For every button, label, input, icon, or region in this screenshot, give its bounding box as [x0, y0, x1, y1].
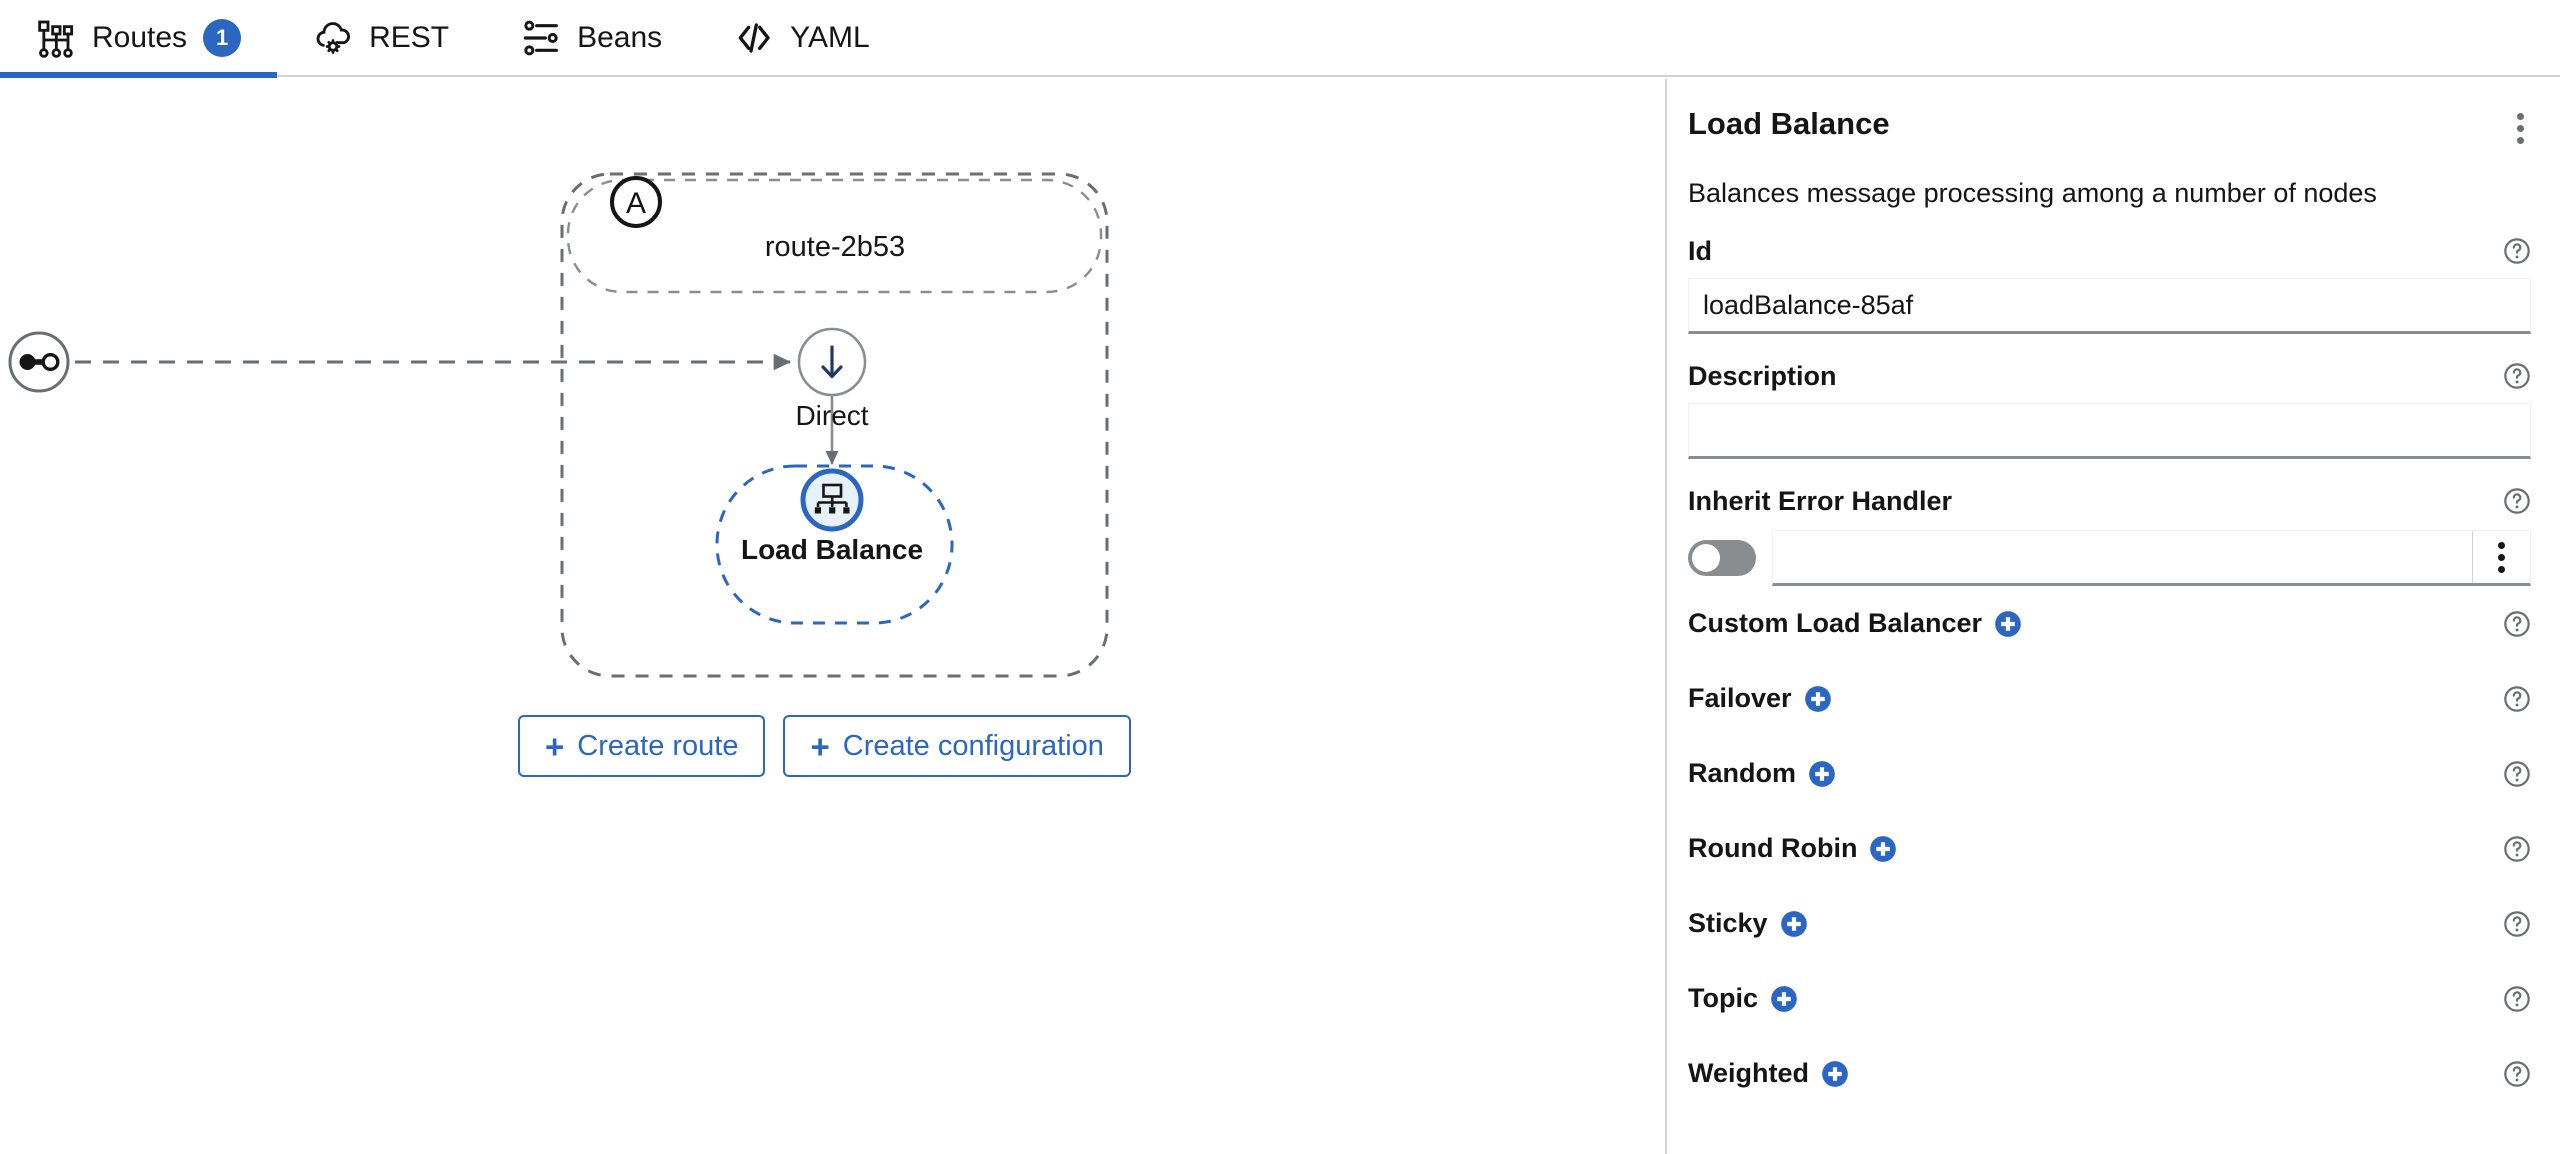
create-configuration-label: Create configuration: [842, 729, 1104, 762]
toggle-knob: [1692, 544, 1720, 572]
balancer-row-label: Weighted: [1688, 1058, 1809, 1088]
route-group-name[interactable]: route-2b53: [764, 231, 906, 263]
balancer-row-label: Topic: [1688, 983, 1758, 1013]
plus-circle-icon[interactable]: [1821, 1060, 1849, 1088]
arrow-down-icon: [821, 345, 843, 379]
loadbalance-selection-outline[interactable]: [715, 464, 954, 625]
plus-circle-icon[interactable]: [1780, 910, 1808, 938]
help-circle-icon[interactable]: [2503, 1060, 2531, 1088]
plus-circle-icon[interactable]: [1869, 835, 1897, 863]
canvas-action-buttons: + Create route + Create configuration: [518, 715, 1131, 777]
route-label-outline[interactable]: [566, 178, 1103, 294]
plus-circle-icon[interactable]: [1808, 760, 1836, 788]
balancer-row-round-robin[interactable]: Round Robin: [1688, 811, 2531, 886]
balancer-row-failover[interactable]: Failover: [1688, 661, 2531, 736]
direct-endpoint-link-icon: [19, 353, 60, 372]
rest-cloud-gear-icon: [316, 21, 351, 54]
inherit-error-handler-input[interactable]: [1773, 531, 2472, 583]
inherit-error-handler-menu-button[interactable]: [2472, 531, 2530, 583]
route-group-outline[interactable]: [560, 172, 1109, 678]
tab-routes-label: Routes: [92, 20, 188, 54]
balancer-row-label-wrap: Failover: [1688, 683, 1832, 714]
field-description-label: Description: [1688, 360, 1837, 391]
balancer-row-label: Round Robin: [1688, 833, 1858, 863]
main-tab-bar: Routes 1 REST: [0, 0, 2560, 78]
tab-yaml-label: YAML: [790, 20, 870, 54]
help-circle-icon[interactable]: [2503, 685, 2531, 713]
help-circle-icon[interactable]: [2503, 610, 2531, 638]
help-circle-icon[interactable]: [2503, 237, 2531, 265]
help-circle-icon[interactable]: [2503, 985, 2531, 1013]
yaml-code-brackets-icon: [738, 22, 770, 53]
properties-panel: Load Balance Balances message processing…: [1665, 79, 2560, 1154]
route-group-badge-circle: [610, 176, 662, 228]
inherit-error-handler-row: [1688, 530, 2531, 586]
balancer-type-list: Custom Load Balancer Failover: [1688, 586, 2531, 1111]
route-group-badge-letter: A: [626, 187, 646, 220]
panel-description: Balances message processing among a numb…: [1688, 178, 2377, 208]
help-circle-icon[interactable]: [2503, 760, 2531, 788]
load-balance-tree-icon: [814, 483, 850, 514]
field-id: Id: [1688, 232, 2531, 334]
tab-routes[interactable]: Routes 1: [0, 0, 278, 78]
tab-beans[interactable]: Beans: [485, 0, 698, 76]
route-canvas[interactable]: A: [0, 79, 1664, 1154]
balancer-row-label-wrap: Round Robin: [1688, 833, 1897, 864]
tab-rest[interactable]: REST: [277, 0, 485, 76]
direct-node-label[interactable]: Direct: [795, 400, 869, 431]
plus-icon: +: [810, 727, 830, 765]
balancer-row-random[interactable]: Random: [1688, 736, 2531, 811]
tab-routes-badge: 1: [203, 18, 242, 57]
balancer-row-custom-load-balancer[interactable]: Custom Load Balancer: [1688, 586, 2531, 661]
balancer-row-topic[interactable]: Topic: [1688, 961, 2531, 1036]
help-circle-icon[interactable]: [2503, 362, 2531, 390]
field-description-head: Description: [1688, 357, 2531, 395]
inherit-error-handler-toggle[interactable]: [1688, 540, 1756, 576]
field-inherit-error-handler-label: Inherit Error Handler: [1688, 485, 1953, 516]
page-title: Load Balance: [1688, 106, 1890, 141]
field-id-label: Id: [1688, 235, 1712, 266]
loadbalance-node-label[interactable]: Load Balance: [740, 534, 924, 565]
kebab-vertical-icon: [2498, 541, 2505, 573]
beans-sliders-icon: [523, 20, 558, 55]
id-input[interactable]: [1688, 278, 2531, 334]
description-input[interactable]: [1688, 403, 2531, 459]
help-circle-icon[interactable]: [2503, 910, 2531, 938]
balancer-row-sticky[interactable]: Sticky: [1688, 886, 2531, 961]
routes-tree-icon: [38, 20, 74, 58]
create-route-button[interactable]: + Create route: [518, 715, 766, 777]
balancer-row-weighted[interactable]: Weighted: [1688, 1036, 2531, 1111]
inherit-error-handler-combo: [1772, 530, 2531, 586]
plus-icon: +: [545, 727, 565, 765]
create-route-label: Create route: [577, 729, 739, 762]
tab-beans-label: Beans: [577, 20, 663, 54]
balancer-row-label-wrap: Custom Load Balancer: [1688, 608, 2022, 639]
field-id-head: Id: [1688, 232, 2531, 270]
balancer-row-label: Failover: [1688, 683, 1792, 713]
balancer-row-label: Random: [1688, 758, 1796, 788]
balancer-row-label-wrap: Topic: [1688, 983, 1798, 1014]
plus-circle-icon[interactable]: [1804, 685, 1832, 713]
create-configuration-button[interactable]: + Create configuration: [783, 715, 1131, 777]
balancer-row-label-wrap: Sticky: [1688, 908, 1808, 939]
canvas-graph: A: [8, 172, 1109, 678]
balancer-row-label: Custom Load Balancer: [1688, 608, 1983, 638]
balancer-row-label-wrap: Random: [1688, 758, 1836, 789]
balancer-row-label: Sticky: [1688, 908, 1768, 938]
kebab-vertical-icon[interactable]: [2505, 106, 2535, 150]
tab-yaml[interactable]: YAML: [698, 0, 905, 76]
tab-rest-label: REST: [369, 20, 450, 54]
plus-circle-icon[interactable]: [1770, 985, 1798, 1013]
plus-circle-icon[interactable]: [1994, 610, 2022, 638]
field-description: Description: [1688, 357, 2531, 459]
panel-header: Load Balance: [1688, 79, 2531, 150]
help-circle-icon[interactable]: [2503, 487, 2531, 515]
help-circle-icon[interactable]: [2503, 835, 2531, 863]
balancer-row-label-wrap: Weighted: [1688, 1058, 1849, 1089]
field-inherit-error-handler-head: Inherit Error Handler: [1688, 482, 2531, 520]
field-inherit-error-handler: Inherit Error Handler: [1688, 482, 2531, 586]
